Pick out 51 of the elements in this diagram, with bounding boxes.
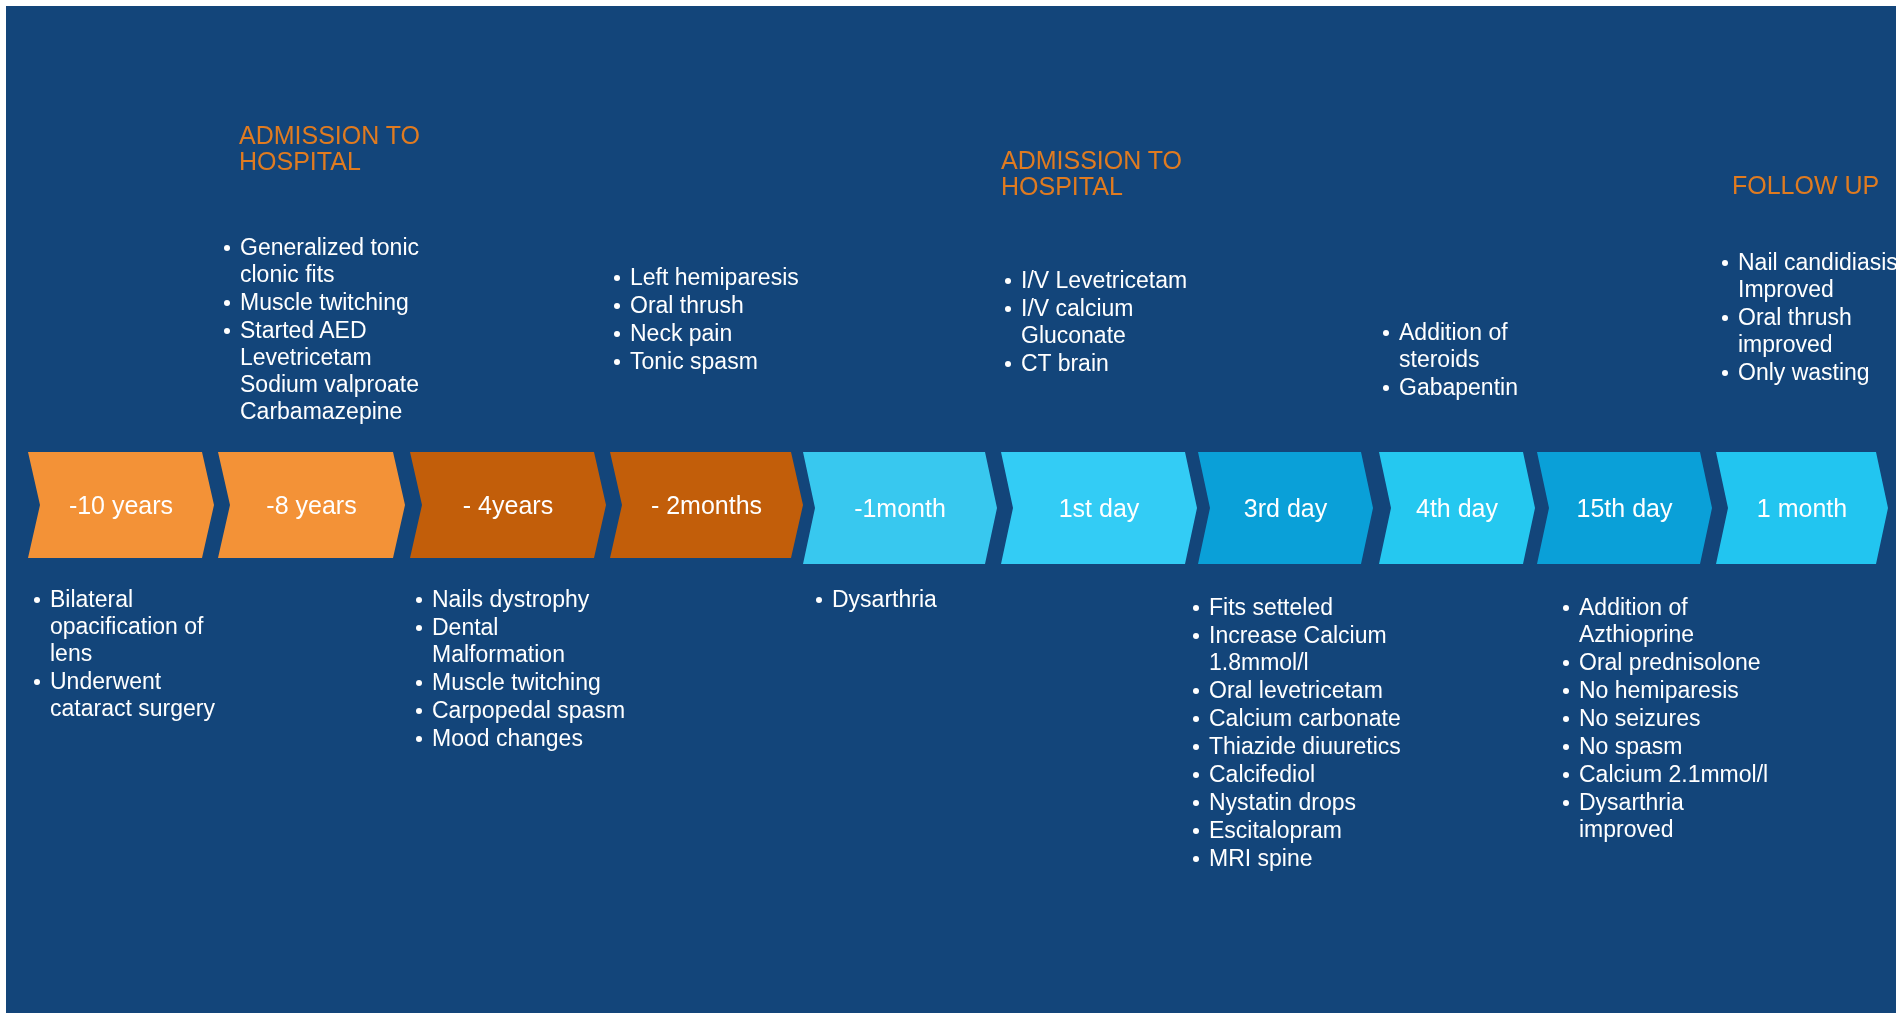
bullet-text: No spasm bbox=[1579, 733, 1683, 759]
bullet-text: CT brain bbox=[1021, 350, 1109, 376]
bullet-text: Calcium carbonate bbox=[1209, 705, 1401, 731]
bullet-text: MRI spine bbox=[1209, 845, 1313, 871]
bullet-text: Escitalopram bbox=[1209, 817, 1342, 843]
bullet-text: I/V Levetricetam bbox=[1021, 267, 1188, 293]
bullet-text: Only wasting bbox=[1738, 359, 1870, 385]
bullet-text: Oral levetricetam bbox=[1209, 677, 1383, 703]
bullet-text: Nails dystrophy bbox=[432, 586, 590, 612]
bullet-text: Oral thrush improved bbox=[1738, 304, 1852, 357]
bullet-text: Increase Calcium 1.8mmol/l bbox=[1209, 622, 1387, 675]
bullet-text: Started AED Levetricetam Sodium valproate Carbamazepine bbox=[240, 317, 419, 424]
bullet-text: Gabapentin bbox=[1399, 374, 1518, 400]
bullet-text: Neck pain bbox=[630, 320, 733, 346]
step-label: 4th day bbox=[1416, 493, 1498, 523]
bullet-text: Tonic spasm bbox=[630, 348, 758, 374]
phase-heading: ADMISSION TO HOSPITAL bbox=[239, 122, 422, 174]
phase-heading: ADMISSION TO HOSPITAL bbox=[1001, 147, 1184, 199]
phase-heading: FOLLOW UP bbox=[1732, 172, 1881, 198]
bullet-text: Oral thrush bbox=[630, 292, 744, 318]
bullet-text: Calcifediol bbox=[1209, 761, 1316, 787]
step-label: 1st day bbox=[1058, 493, 1140, 523]
step-label: 1 month bbox=[1756, 493, 1848, 523]
step-label: -10 years bbox=[68, 490, 174, 520]
bullet-text: Muscle twitching bbox=[432, 669, 601, 695]
bullet-text: Bilateral opacification of lens bbox=[50, 586, 204, 666]
bullet-text: Addition of Azthioprine bbox=[1579, 594, 1695, 647]
bullet-text: Calcium 2.1mmol/l bbox=[1579, 761, 1769, 787]
bullet-text: Mood changes bbox=[432, 725, 583, 751]
bullet-text: Dysarthria bbox=[832, 586, 937, 612]
bullet-text: No seizures bbox=[1579, 705, 1701, 731]
bullet-text: Dental Malformation bbox=[432, 614, 565, 667]
bullet-text: Dysarthria improved bbox=[1579, 789, 1684, 842]
bullet-text: Left hemiparesis bbox=[630, 264, 799, 290]
step-label: 3rd day bbox=[1243, 493, 1328, 523]
bullet-text: Underwent cataract surgery bbox=[50, 668, 215, 721]
step-label: - 4years bbox=[462, 490, 554, 520]
bullet-text: Oral prednisolone bbox=[1579, 649, 1761, 675]
step-label: 15th day bbox=[1576, 493, 1673, 523]
bullet-text: Carpopedal spasm bbox=[432, 697, 626, 723]
step-label: -1month bbox=[854, 493, 946, 523]
bullet-text: Muscle twitching bbox=[240, 289, 409, 315]
bullet-text: Thiazide diuuretics bbox=[1209, 733, 1401, 759]
bullet-text: I/V calcium Gluconate bbox=[1021, 295, 1134, 348]
bullet-text: Nystatin drops bbox=[1209, 789, 1356, 815]
bullet-text: Generalized tonic clonic fits bbox=[240, 234, 419, 287]
bullet-text: Addition of steroids bbox=[1399, 319, 1508, 372]
bullet-text: No hemiparesis bbox=[1579, 677, 1739, 703]
bullet-text: Fits setteled bbox=[1209, 594, 1333, 620]
step-label: - 2months bbox=[650, 490, 763, 520]
step-label: -8 years bbox=[266, 490, 357, 520]
